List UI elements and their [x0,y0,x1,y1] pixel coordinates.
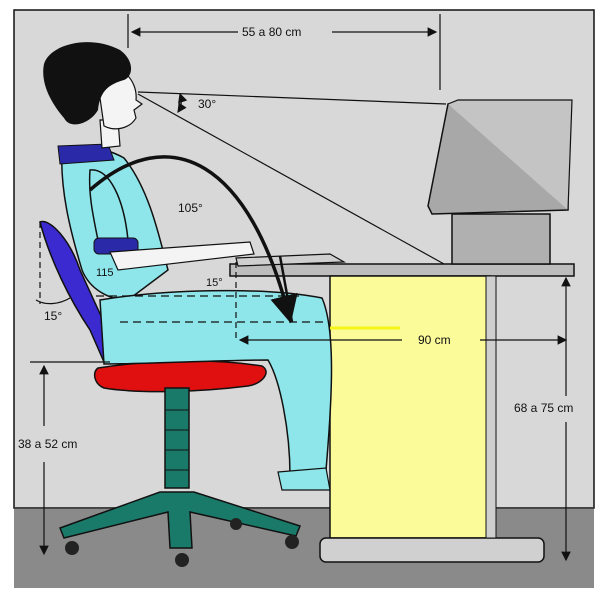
chair-wheel [65,541,79,555]
chair-wheel [175,553,189,567]
seat-height-label: 38 a 52 cm [18,437,77,451]
chair-column [165,388,189,488]
chair-wheel [285,535,299,549]
chair-seat [95,361,266,392]
monitor-distance-label: 55 a 80 cm [242,25,301,39]
gaze-angle-label: 30° [198,97,216,111]
hip-angle-label: 115 [96,267,114,279]
elbow-angle-label: 105° [178,201,203,215]
desk-height-label: 68 a 75 cm [514,401,573,415]
wrist-angle-label: 15° [206,277,223,289]
monitor-base [452,214,550,264]
desk-depth-label: 90 cm [418,333,451,347]
chair-wheel [230,518,242,530]
desk-foot [320,538,544,562]
desk-leg-panel [330,276,490,538]
back-angle-label: 15° [44,309,62,323]
